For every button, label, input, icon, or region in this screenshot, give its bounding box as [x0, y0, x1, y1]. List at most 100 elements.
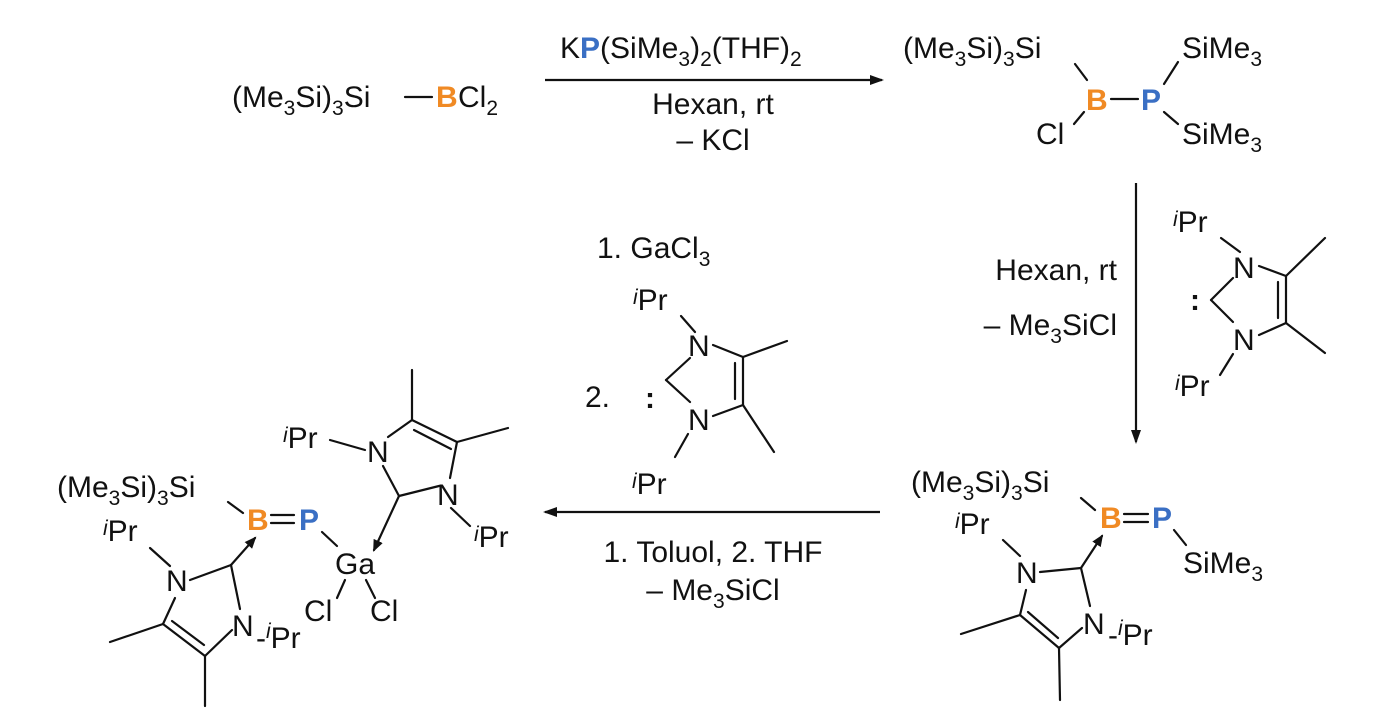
ring-bond: [386, 418, 414, 439]
boron-atom: B: [1100, 502, 1122, 535]
step-1: KP(SiMe3)2(THF)2 Hexan, rt – KCl: [545, 32, 884, 157]
ring-double-bond-inner: [1026, 610, 1060, 640]
methyl-2: [1057, 646, 1062, 702]
p-ga-bond: [320, 530, 339, 548]
phosphorus-atom: P: [1152, 502, 1172, 535]
chloride-2: Cl2: [458, 81, 498, 120]
si-b-bond: [1073, 62, 1089, 82]
ring-bond: [1209, 298, 1235, 324]
step-2-byproduct: – Me3SiCl: [984, 309, 1117, 348]
step-3-byproduct: – Me3SiCl: [646, 574, 779, 613]
hypersilyl-group: (Me3Si)3Si: [911, 466, 1049, 505]
nhc-reagent-step-2: iPr N N : iPr: [1173, 206, 1327, 403]
step-3-reagent-1: 1. GaCl3: [597, 232, 710, 271]
ring-bond: [397, 484, 441, 498]
n-ipr-bond: [328, 438, 367, 452]
ring-bond: [1257, 264, 1288, 278]
p-si-bond-upper: [1162, 60, 1180, 86]
trimethylsilyl-lower: SiMe3: [1182, 118, 1262, 157]
hypersilyl-group: (Me3Si)3Si: [57, 471, 195, 510]
p-si-bond-lower: [1162, 110, 1180, 126]
n-ipr-bond: [1219, 236, 1242, 254]
si-b-bond: [226, 500, 245, 515]
ring-bond: [381, 464, 401, 498]
n-ipr-bond: [679, 314, 697, 334]
p-si-bond: [1172, 528, 1188, 547]
isopropyl-bottom: iPr: [632, 468, 667, 501]
chloride: Cl: [1036, 118, 1064, 151]
nitrogen-2: N: [1083, 608, 1105, 641]
methyl-1: [959, 613, 1022, 636]
ring-bond: [1018, 588, 1028, 617]
nitrogen-1: N: [1233, 252, 1255, 285]
ring-double-bond: [161, 622, 207, 658]
boron-atom: B: [247, 504, 269, 537]
compound-1-hypersilyl-dichloroborane: (Me3Si)3Si B Cl2: [232, 81, 498, 120]
ring-double-bond: [410, 418, 459, 444]
b-cl-bond: [1072, 110, 1086, 126]
nitrogen-1: N: [1016, 557, 1038, 590]
step-1-conditions: Hexan, rt: [652, 88, 774, 121]
trimethylsilyl: SiMe3: [1183, 547, 1263, 586]
step-3-conditions: 1. Toluol, 2. THF: [604, 536, 823, 569]
isopropyl-bottom: iPr: [1175, 370, 1210, 403]
methyl-2: [455, 426, 510, 444]
ring-bond: [711, 343, 745, 359]
ring-bond: [188, 563, 233, 582]
nitrogen-upper-2: N: [437, 479, 459, 512]
carbene-lone-pair: :: [645, 382, 655, 415]
compound-2-phosphinoborane: (Me3Si)3Si B P Cl SiMe3 SiMe3: [903, 32, 1262, 157]
ring-bond: [1209, 276, 1235, 302]
ga-cl-bond-1: [335, 578, 347, 600]
ring-double-bond: [1018, 613, 1061, 650]
ring-bond: [1079, 566, 1092, 608]
ring-bond: [664, 356, 692, 382]
dative-c-b-bond: [229, 536, 257, 567]
ga-cl-bond-2: [364, 578, 377, 600]
ring-bond: [448, 440, 459, 480]
nitrogen-lower-1: N: [166, 565, 188, 598]
n-isopropyl-2: Si-iPr: [1108, 617, 1153, 652]
hypersilyl-group: (Me3Si)3Si: [232, 81, 370, 120]
isopropyl-top: iPr: [1173, 206, 1208, 239]
boron-atom: B: [1086, 84, 1108, 117]
step-3: 1. GaCl3 2. 1. Toluol, 2. THF – Me3SiCl: [543, 232, 880, 613]
compound-4-gallium-adduct: (Me3Si)3Si B P Ga Cl Cl iPr N N iPr iPr …: [57, 368, 510, 708]
dative-c-b-bond: [1079, 534, 1104, 570]
boron-atom: B: [436, 81, 458, 114]
n-ipr-bond: [1001, 538, 1022, 558]
n-isopropyl-lower-2: -iPr: [256, 620, 301, 655]
methyl-2: [1284, 321, 1327, 355]
trimethylsilyl-upper: SiMe3: [1182, 32, 1262, 71]
isopropyl-lower-1: iPr: [103, 515, 138, 548]
methyl-2: [741, 403, 776, 454]
phosphorus-atom: P: [1141, 84, 1161, 117]
isopropyl-1: iPr: [955, 508, 990, 541]
carbene-lone-pair: :: [1190, 284, 1200, 317]
ring-double-bond-inner: [412, 428, 453, 451]
ring-bond: [1038, 566, 1083, 574]
phosphorus-atom: P: [299, 504, 319, 537]
nitrogen-2: N: [688, 404, 710, 437]
hypersilyl-group: (Me3Si)3Si: [903, 32, 1041, 71]
n-ipr-bond: [1218, 352, 1235, 377]
chloride-1: Cl: [304, 595, 332, 628]
isopropyl-top: iPr: [633, 284, 668, 317]
ring-bond: [1057, 626, 1084, 650]
nitrogen-lower-2: N: [232, 610, 254, 643]
ring-bond: [229, 563, 242, 611]
gallium-atom: Ga: [335, 548, 375, 581]
methyl-1: [741, 339, 789, 359]
step-1-byproduct: – KCl: [676, 124, 749, 157]
ring-bond: [711, 403, 745, 418]
chloride-2: Cl: [370, 595, 398, 628]
isopropyl-upper-2: iPr: [474, 521, 509, 554]
step-2-conditions: Hexan, rt: [995, 254, 1117, 287]
compound-3-nhc-phosphaborene: (Me3Si)3Si B P SiMe3 iPr N N Si-iPr: [911, 466, 1263, 702]
nitrogen-2: N: [1233, 324, 1255, 357]
n-ipr-bond: [673, 432, 690, 459]
methyl-1: [108, 622, 165, 644]
nitrogen-upper-1: N: [367, 436, 389, 469]
dative-c-ga-bond: [372, 494, 401, 552]
